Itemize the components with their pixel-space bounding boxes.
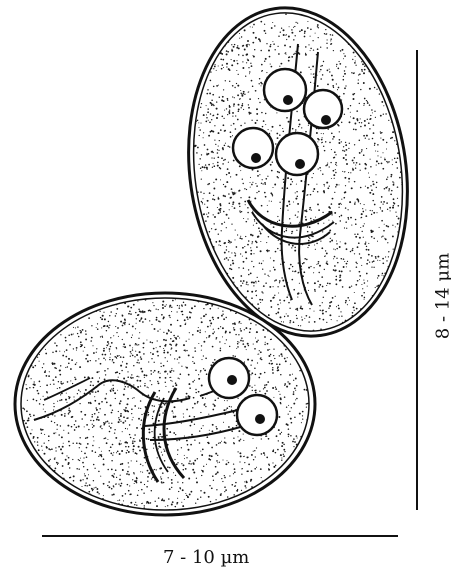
upright-cyst-nucleus-1 — [264, 69, 306, 111]
horizontal-cyst-nucleus-1 — [209, 358, 249, 398]
upright-cyst-nucleus-4 — [276, 133, 318, 175]
horizontal-cyst-nucleus-2 — [237, 395, 277, 435]
upright-cyst-nucleus-3 — [233, 128, 273, 168]
horizontal-cyst — [14, 291, 315, 517]
width-scale-label: 7 - 10 µm — [163, 547, 249, 568]
height-scale-label: 8 - 14 µm — [433, 253, 451, 339]
upright-cyst-nucleus-2 — [304, 90, 342, 128]
